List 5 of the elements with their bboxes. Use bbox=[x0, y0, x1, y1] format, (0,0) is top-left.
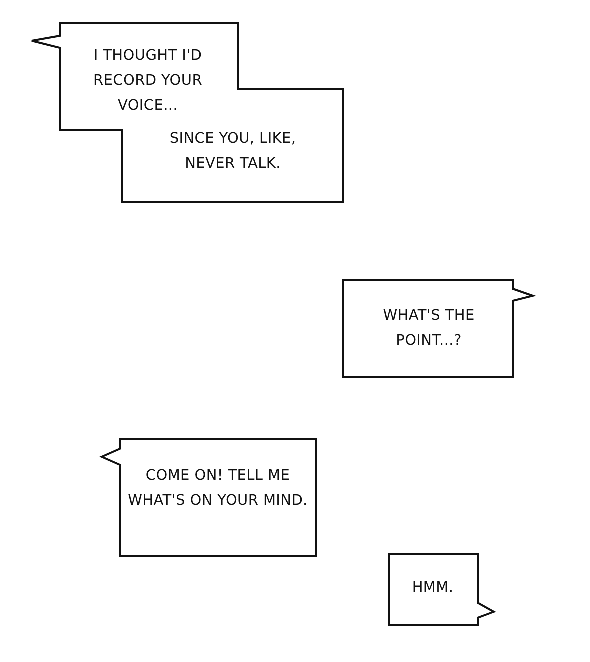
speech-text: WHAT'S THE POINT...? bbox=[382, 307, 476, 351]
speech-text: HMM. bbox=[411, 579, 455, 598]
speech-text: COME ON! TELL ME WHAT'S ON YOUR MIND. bbox=[127, 467, 309, 511]
speech-text: SINCE YOU, LIKE, NEVER TALK. bbox=[168, 130, 298, 174]
speech-text: I THOUGHT I'D RECORD YOUR VOICE... bbox=[92, 47, 204, 116]
